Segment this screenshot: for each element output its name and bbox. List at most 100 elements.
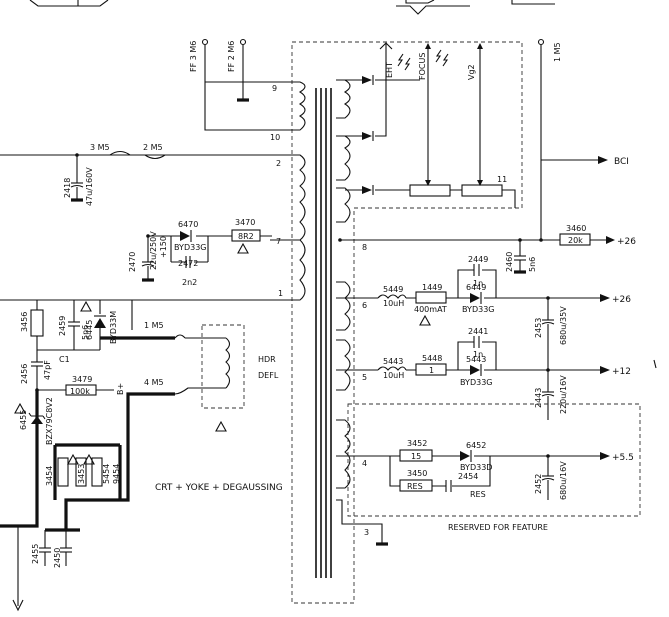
c2452-ref: 2452: [534, 474, 543, 494]
reserved-label: RESERVED FOR FEATURE: [448, 523, 548, 532]
r3470-val: 8R2: [238, 232, 254, 241]
r3470-ref: 3470: [235, 218, 255, 227]
pin1-label: 1: [278, 289, 283, 298]
bci-label: BCI: [614, 157, 629, 167]
ff3-label: FF 3 M6: [189, 41, 198, 72]
m5-1-label: 1 M5: [553, 42, 562, 62]
c2449-val: 1n: [473, 279, 483, 288]
r3448-ref: 5448: [422, 354, 442, 363]
transformer-core: [315, 88, 332, 578]
supply-line-pin2: 3 M5 2 M5 2 2418 47u/160V: [0, 143, 281, 206]
d6449-ref: 6449: [466, 283, 486, 292]
l5449-val: 10uH: [383, 299, 404, 308]
r3448-val: 1: [429, 366, 434, 375]
c2454-ref: 2454: [458, 472, 478, 481]
c2453-val: 680u/35V: [559, 306, 568, 345]
c2460-val: 5n6: [528, 257, 537, 272]
d6443-type: BYD33G: [460, 378, 492, 387]
c2454-val: RES: [470, 490, 486, 499]
c1-label: C1: [59, 355, 70, 364]
c2456-val: 47pF: [43, 360, 52, 380]
r3453-ref: 3453: [77, 464, 86, 484]
sec-pin5: 5 5443 10uH 5448 1 5443 BYD33G 2441 1n +…: [336, 327, 631, 420]
r3479-val: 100k: [70, 387, 90, 396]
defl-label: DEFL: [258, 371, 279, 380]
pin7-circuit: 6470 BYD33G 3470 8R2 7 2472 2n2 2470 22u…: [128, 218, 281, 287]
d6452-ref: 6452: [466, 441, 486, 450]
pin5-label: 5: [362, 373, 367, 382]
r3460-ref: 3460: [566, 224, 586, 233]
header-box-middle: [396, 0, 555, 15]
d6445-type: BYD33M: [109, 311, 118, 344]
m5-hdr1-label: 1 M5: [144, 321, 164, 330]
c2452-val: 680u/16V: [559, 461, 568, 500]
sec-pin6: 6 5449 10uH 1449 400mAT 6449 BYD33G 2449…: [336, 255, 631, 370]
d6449-type: BYD33G: [462, 305, 494, 314]
c2443-ref: 2443: [534, 388, 543, 408]
l5443-ref: 5443: [383, 357, 403, 366]
d6452-type: BYD33D: [460, 463, 492, 472]
focus-label: FOCUS: [418, 53, 427, 80]
c2472-ref: 2472: [178, 259, 198, 268]
transformer-primary: [0, 81, 306, 301]
c2459-ref: 2459: [58, 316, 67, 336]
f1449-val: 400mAT: [414, 305, 447, 314]
r3460-val: 20k: [568, 236, 583, 245]
r3452-ref: 3452: [407, 439, 427, 448]
d6445-ref: 6445: [85, 320, 94, 340]
bci-line: 1 M5 BCI 3460 20k +26 8 2460 5n6: [340, 38, 636, 274]
m5-3-label: 3 M5: [90, 143, 110, 152]
l5449-ref: 5449: [383, 285, 403, 294]
crt-label: CRT + YOKE + DEGAUSSING: [155, 483, 283, 493]
r3450-ref: 3450: [407, 469, 427, 478]
l9454-ref: 9454: [112, 464, 121, 484]
pin10-label: 10: [270, 133, 280, 142]
eht-label: EHT: [385, 62, 394, 78]
c2459-val: 5n6: [81, 325, 90, 340]
c2460-ref: 2460: [505, 252, 514, 272]
transformer-outline: [291, 41, 523, 604]
pin2-label: 2: [276, 159, 281, 168]
r3479-ref: 3479: [72, 375, 92, 384]
f1449-ref: 1449: [422, 283, 442, 292]
c2470-tag: +150: [159, 236, 168, 258]
pin6-label: 6: [362, 301, 367, 310]
pin7-label: 7: [276, 237, 281, 246]
c2453-ref: 2453: [534, 318, 543, 338]
r3450-val: RES: [407, 482, 423, 491]
l5443-val: 10uH: [383, 371, 404, 380]
hv-section: EHT FOCUS Vg2 11: [336, 42, 516, 223]
c2443-val: 220u/16V: [559, 375, 568, 414]
r3456-ref: 3456: [20, 312, 29, 332]
pin11-label: 11: [497, 175, 507, 184]
c2456-ref: 2456: [20, 364, 29, 384]
c2450-ref: 2450: [53, 548, 62, 568]
c2449-ref: 2449: [468, 255, 488, 264]
p26a-label: +26: [617, 237, 636, 247]
z6455-ref: 6455: [19, 410, 28, 430]
header-box-left: [29, 0, 109, 7]
p26b-label: +26: [612, 295, 631, 305]
r3452-val: 15: [411, 452, 421, 461]
pin8-label: 8: [362, 243, 367, 252]
sec-pin4: 4 3452 15 3450 RES 6452 BYD33D 2454 RES …: [336, 403, 641, 532]
p12-label: +12: [612, 367, 631, 377]
c2441-ref: 2441: [468, 327, 488, 336]
pin9-label: 9: [272, 84, 277, 93]
p55-label: +5.5: [612, 453, 634, 463]
c2441-val: 1n: [473, 350, 483, 359]
c2418-ref: 2418: [63, 178, 72, 198]
l5454-ref: 5454: [102, 464, 111, 484]
hdr-label: HDR: [258, 355, 276, 364]
d6443-ref: 5443: [466, 355, 486, 364]
c2418-val: 47u/160V: [85, 167, 94, 206]
c2472-val: 2n2: [182, 278, 197, 287]
vg2-label: Vg2: [467, 64, 476, 80]
c2470-ref: 2470: [128, 252, 137, 272]
left-deflection-circuit: 3456 2459 5n6 C1 6445 BYD33M 1 M5 HDR DE…: [0, 299, 283, 612]
d6470-ref: 6470: [178, 220, 198, 229]
c2470-val: 22u/250V: [149, 231, 158, 270]
c2455-ref: 2455: [31, 544, 40, 564]
r3454-ref: 3454: [45, 466, 54, 486]
